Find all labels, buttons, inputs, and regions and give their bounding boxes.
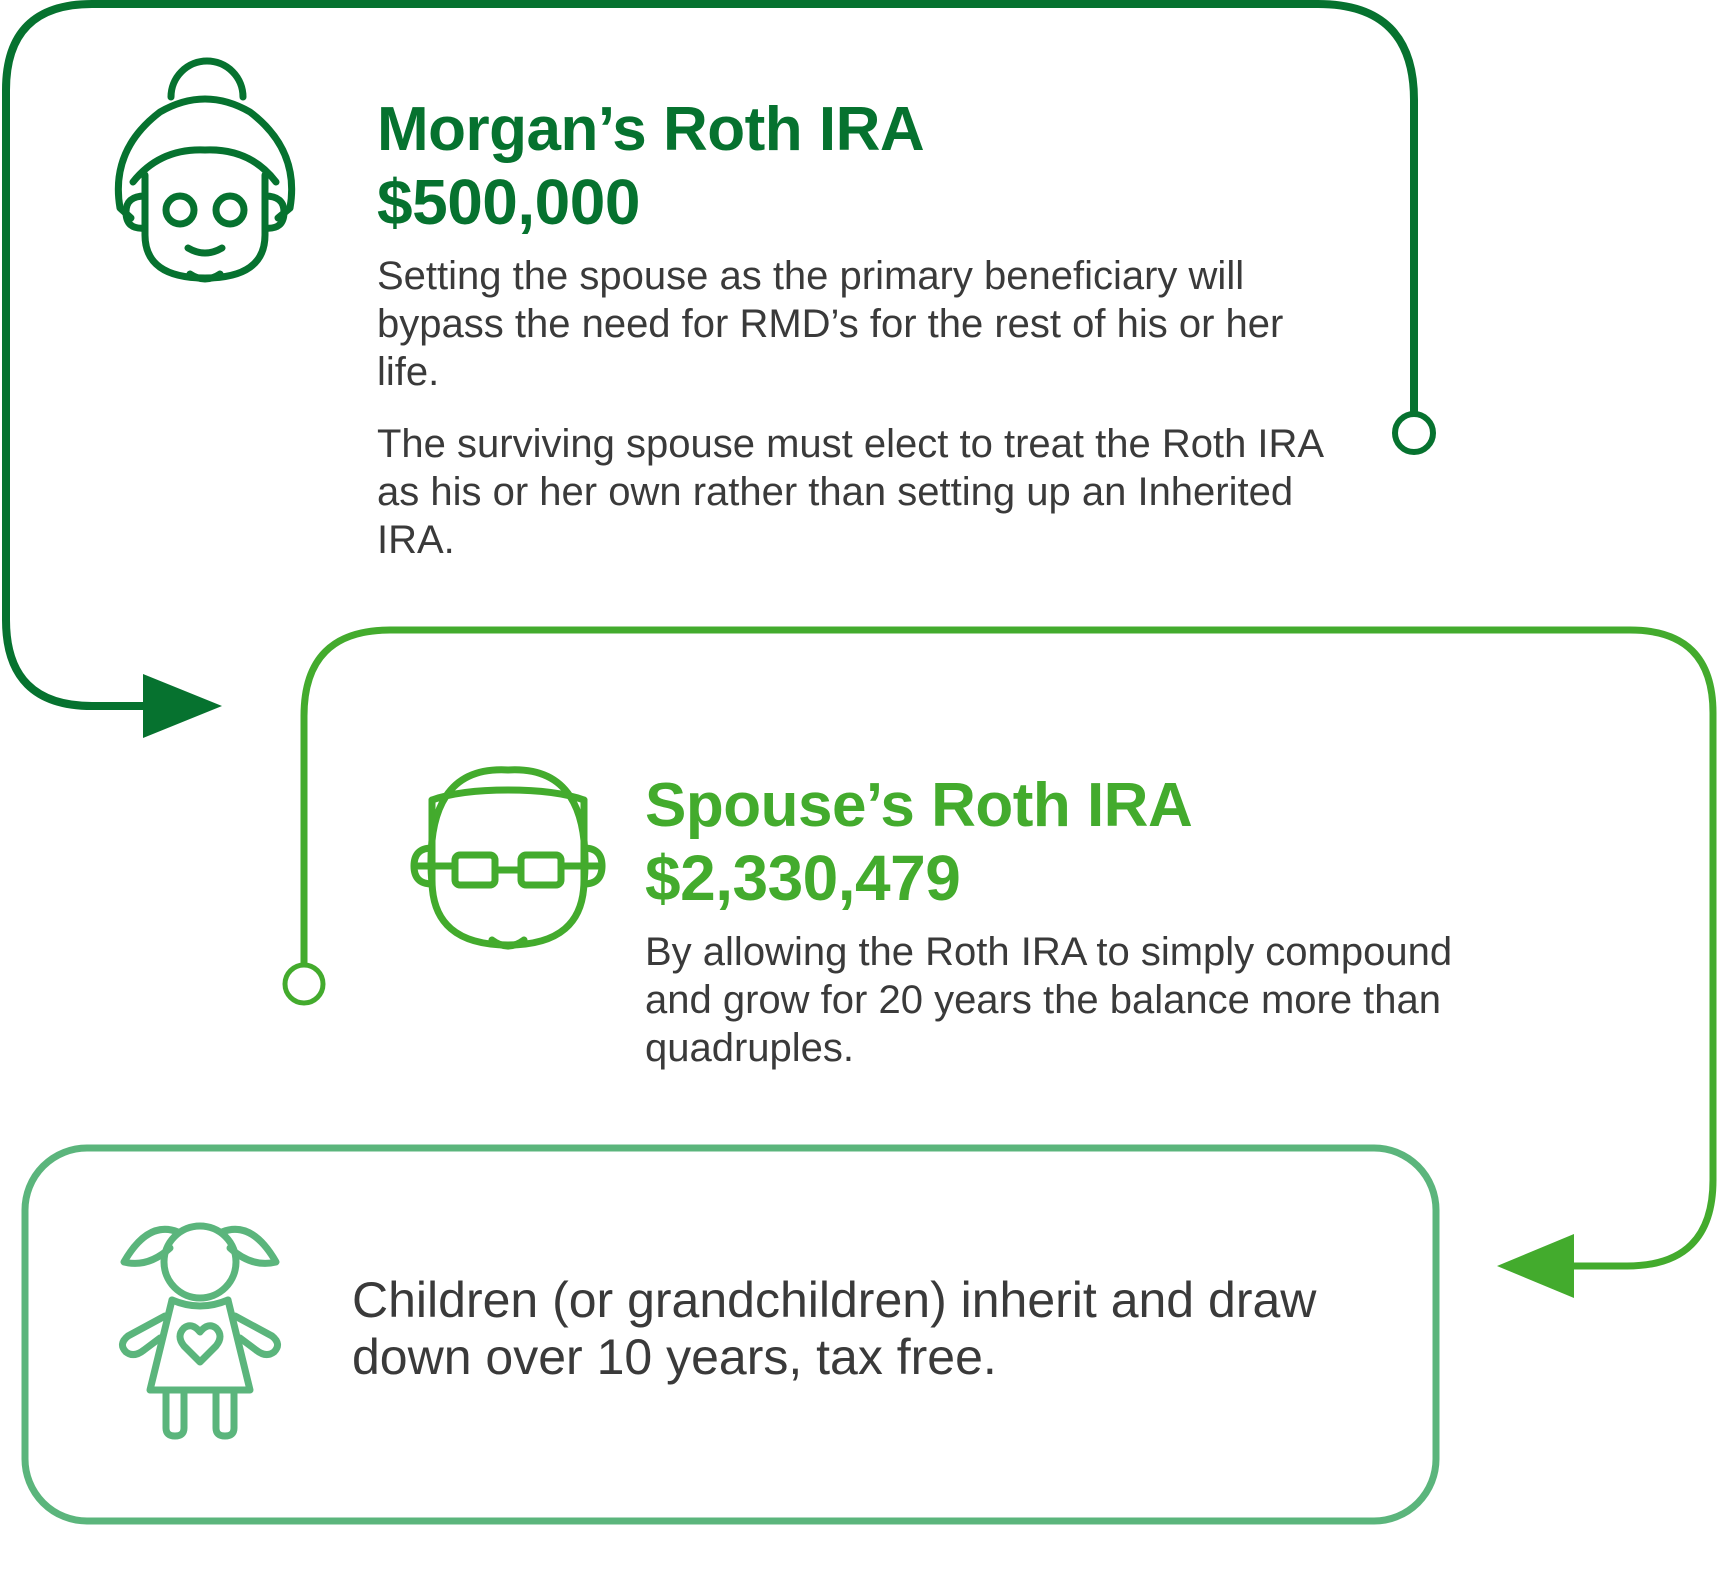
stage2-amount: $2,330,479	[645, 842, 961, 914]
child-doll-heart-icon	[119, 1222, 281, 1440]
bald-man-glasses-icon	[410, 766, 606, 950]
stage1-title: Morgan’s Roth IRA	[377, 95, 925, 164]
grandmother-face-icon	[114, 57, 296, 283]
stage3-paragraph-1: Children (or grandchildren) inherit and …	[352, 1272, 1317, 1385]
stage1-connector-node	[1392, 411, 1436, 455]
stage2-paragraph-1: By allowing the Roth IRA to simply compo…	[645, 930, 1453, 1070]
stage1-connector-line	[2, 0, 1418, 710]
stage2-title: Spouse’s Roth IRA	[645, 771, 1193, 840]
stage3-box	[21, 1144, 1440, 1525]
stage-children-inherit: Children (or grandchildren) inherit and …	[352, 1272, 1372, 1386]
stage2-connector-line	[300, 626, 1717, 1270]
stage-spouses-roth-ira: Spouse’s Roth IRA $2,330,479 By allowing…	[645, 770, 1475, 1072]
stage2-arrow-head	[1497, 1234, 1574, 1298]
stage1-amount: $500,000	[377, 166, 640, 238]
stage1-arrow-head	[143, 674, 222, 738]
stage-morgans-roth-ira: Morgan’s Roth IRA $500,000 Setting the s…	[377, 94, 1337, 564]
stage1-paragraph-2: The surviving spouse must elect to treat…	[377, 422, 1322, 562]
stage1-paragraph-1: Setting the spouse as the primary benefi…	[377, 254, 1284, 394]
stage2-connector-node	[282, 962, 326, 1006]
